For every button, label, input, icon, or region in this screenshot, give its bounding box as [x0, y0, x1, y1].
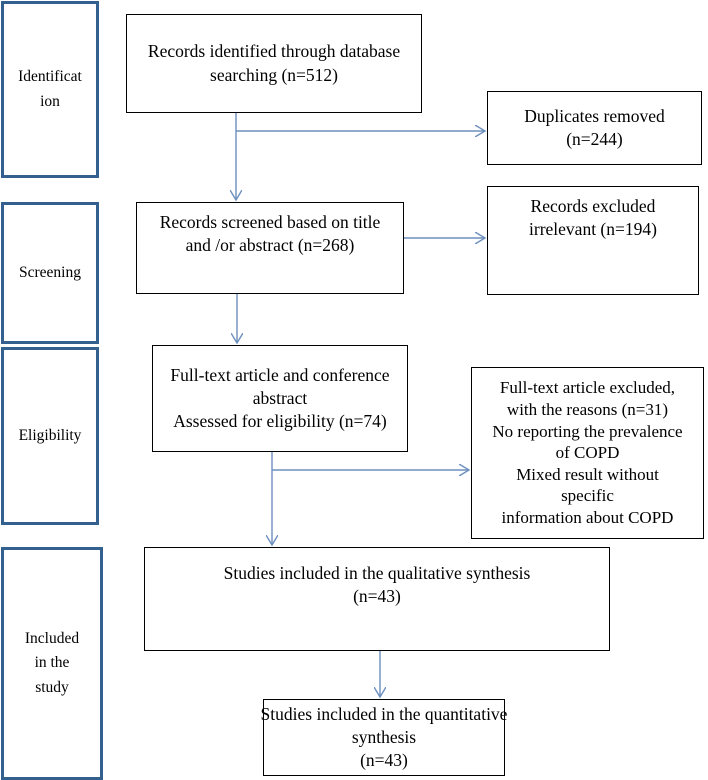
box-line: (n=43): [360, 750, 408, 771]
box-line: Records identified through database: [147, 41, 401, 62]
stage-included: Included in the study: [1, 547, 103, 780]
box-line: (n=43): [353, 586, 401, 607]
stage-eligibility-label: Eligibility: [18, 426, 82, 444]
box-line: specific: [561, 486, 614, 506]
stage-eligibility: Eligibility: [1, 347, 99, 525]
box-line: with the reasons (n=31): [506, 400, 669, 420]
box-line: Duplicates removed: [524, 105, 665, 126]
box-line: Records screened based on title: [159, 212, 381, 232]
box-fulltext-assessed: Full-text article and conference abstrac…: [152, 345, 408, 452]
box-line: irrelevant (n=194): [529, 219, 657, 240]
box-line: abstract: [252, 387, 308, 408]
box-records-screened: Records screened based on title and /or …: [136, 202, 404, 294]
box-records-excluded: Records excluded irrelevant (n=194): [487, 186, 699, 295]
box-line: Records excluded: [530, 196, 656, 216]
box-line: of COPD: [555, 443, 620, 463]
stage-screening: Screening: [1, 202, 99, 344]
box-fulltext-excluded: Full-text article excluded, with the rea…: [471, 367, 704, 539]
box-line: information about COPD: [501, 507, 674, 527]
stage-screening-label: Screening: [19, 263, 81, 281]
box-line: Assessed for eligibility (n=74): [173, 411, 387, 432]
box-line: No reporting the prevalence: [492, 421, 683, 441]
box-line: (n=244): [566, 129, 623, 149]
box-qualitative-synthesis: Studies included in the qualitative synt…: [144, 547, 610, 651]
box-duplicates-removed: Duplicates removed (n=244): [487, 91, 702, 165]
box-line: Studies included in the qualitative synt…: [223, 563, 531, 583]
box-quantitative-synthesis: Studies included in the quantitative syn…: [260, 699, 508, 776]
box-line: Mixed result without: [516, 464, 659, 484]
stage-identification-label: Identificat ion: [18, 68, 82, 110]
box-line: Full-text article excluded,: [499, 378, 676, 398]
box-line: searching (n=512): [210, 64, 338, 85]
stage-identification: Identificat ion: [1, 1, 99, 178]
stage-included-label: Included in the study: [24, 630, 80, 696]
box-line: Full-text article and conference: [170, 364, 390, 385]
box-line: synthesis: [351, 726, 417, 747]
box-records-identified: Records identified through database sear…: [126, 14, 422, 113]
box-line: and /or abstract (n=268): [185, 235, 355, 256]
box-line: Studies included in the quantitative: [260, 703, 508, 724]
